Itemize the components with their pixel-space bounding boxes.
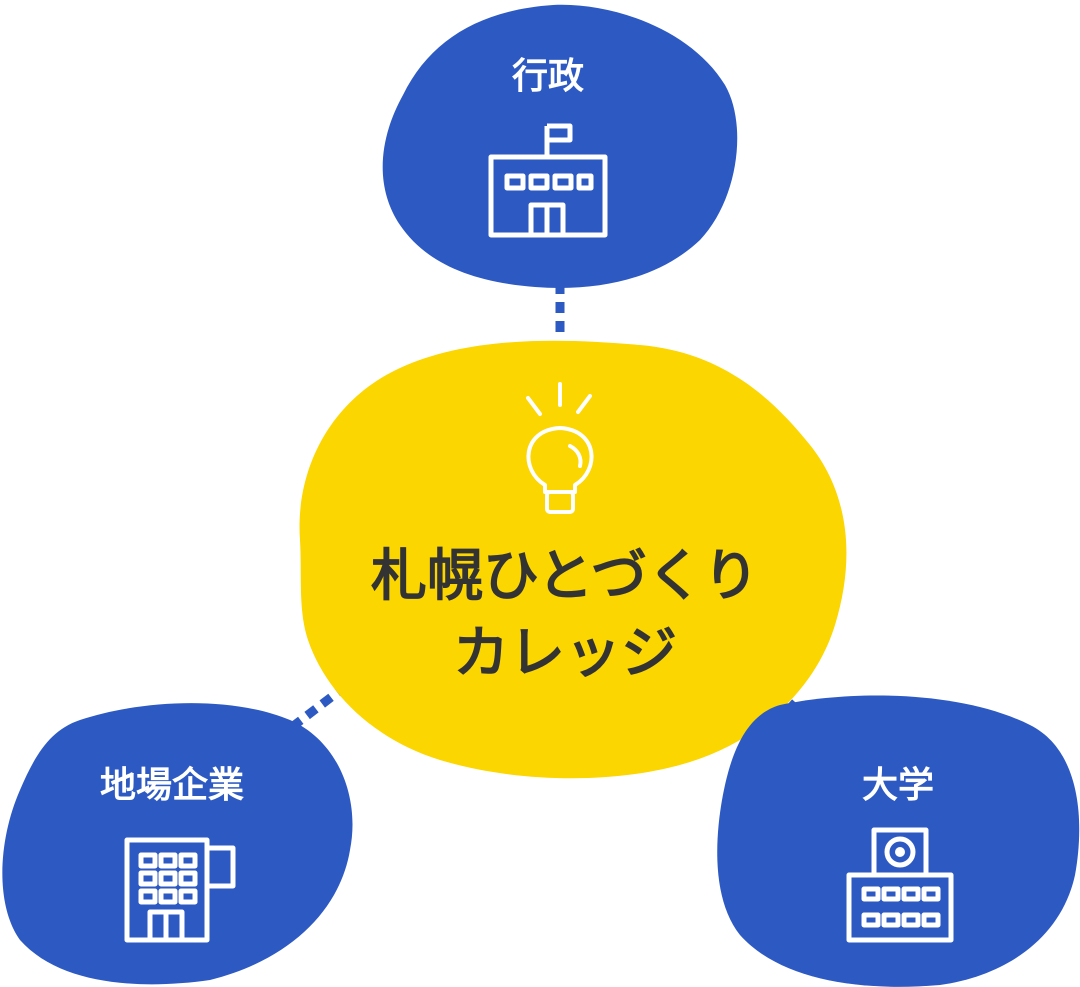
blob-gyosei	[382, 4, 738, 288]
government-building-icon	[488, 123, 608, 238]
university-building-icon	[846, 827, 954, 943]
node-gyosei: 行政	[382, 4, 738, 288]
node-center: 札幌ひとづくり カレッジ	[299, 340, 847, 779]
node-label-gyosei: 行政	[512, 56, 584, 97]
node-kigyo: 地場企業	[2, 703, 353, 985]
blob-center	[299, 340, 847, 779]
lightbulb-icon	[526, 382, 594, 514]
node-daigaku: 大学	[717, 695, 1080, 987]
node-label-daigaku: 大学	[862, 764, 934, 806]
connector-kigyo	[289, 685, 345, 731]
blob-kigyo	[2, 703, 353, 985]
office-building-icon	[124, 837, 236, 943]
node-label-kigyo: 地場企業	[100, 764, 244, 806]
center-title-line1: 札幌ひとづくり	[371, 544, 759, 609]
center-title-line2: カレッジ	[453, 621, 677, 686]
